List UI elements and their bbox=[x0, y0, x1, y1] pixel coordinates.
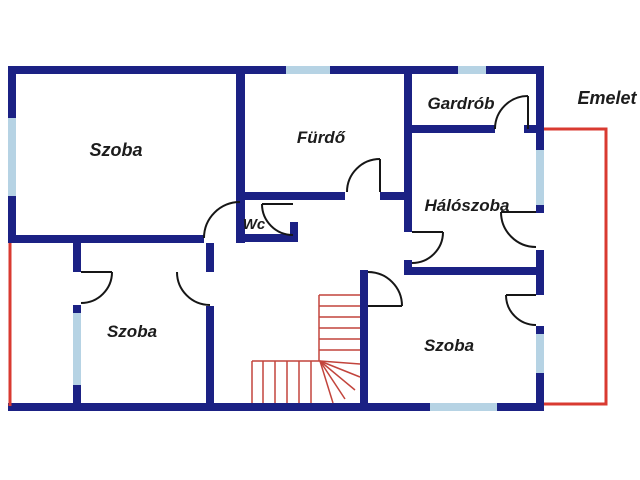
wall-segment bbox=[360, 270, 368, 411]
window bbox=[536, 334, 544, 373]
window bbox=[73, 313, 81, 385]
room-label-szoba-tl: Szoba bbox=[89, 140, 142, 160]
window bbox=[458, 66, 486, 74]
door-arc bbox=[367, 271, 403, 307]
window bbox=[8, 118, 16, 196]
window bbox=[430, 403, 497, 411]
stair-winder bbox=[319, 360, 361, 365]
terrace-outline bbox=[8, 127, 608, 406]
floor-label-emelet: Emelet bbox=[577, 88, 637, 108]
room-label-furdo: Fürdő bbox=[297, 128, 346, 147]
wall-segment bbox=[524, 125, 536, 133]
wall-segment bbox=[404, 74, 412, 232]
stair-winder bbox=[319, 360, 361, 378]
wall-segment bbox=[536, 205, 544, 213]
wall-segment bbox=[8, 235, 204, 243]
wall-segment bbox=[73, 385, 81, 403]
doors bbox=[80, 95, 537, 326]
door-arc bbox=[261, 203, 294, 236]
wall-segment bbox=[236, 234, 298, 242]
door-arc bbox=[500, 211, 537, 248]
stair-winder bbox=[319, 360, 356, 391]
wall-segment bbox=[8, 403, 544, 411]
stair-winder bbox=[319, 360, 334, 404]
room-labels: Szoba Fürdő Gardrób Hálószoba Wc Szoba S… bbox=[89, 88, 637, 355]
wall-segment bbox=[380, 192, 412, 200]
door-arc bbox=[411, 231, 444, 264]
window bbox=[536, 150, 544, 205]
wall-segment bbox=[290, 222, 298, 234]
wall-segment bbox=[236, 192, 345, 200]
door-arc bbox=[176, 271, 211, 306]
window bbox=[286, 66, 330, 74]
windows bbox=[8, 66, 544, 411]
wall-segment bbox=[536, 66, 544, 150]
wall-segment bbox=[73, 243, 81, 272]
wall-segment bbox=[536, 326, 544, 334]
door-arc bbox=[346, 158, 381, 193]
room-label-wc: Wc bbox=[243, 216, 266, 233]
room-label-haloszoba: Hálószoba bbox=[424, 196, 509, 215]
wall-segment bbox=[73, 305, 81, 313]
door-arc bbox=[80, 271, 113, 304]
door-arc bbox=[505, 294, 537, 326]
door-arc bbox=[494, 95, 529, 130]
wall-segment bbox=[236, 74, 245, 243]
room-label-gardrob: Gardrób bbox=[427, 94, 494, 113]
terrace-outline-right bbox=[544, 127, 608, 406]
wall-segment bbox=[206, 306, 214, 403]
wall-segment bbox=[536, 373, 544, 411]
walls bbox=[8, 66, 544, 411]
wall-segment bbox=[404, 267, 544, 275]
room-label-szoba-bl: Szoba bbox=[107, 322, 157, 341]
wall-segment bbox=[8, 66, 544, 74]
stairs bbox=[251, 294, 361, 404]
door-arc bbox=[203, 201, 241, 239]
stair-winder bbox=[319, 360, 346, 400]
room-label-szoba-br: Szoba bbox=[424, 336, 474, 355]
wall-segment bbox=[206, 243, 214, 272]
wall-segment bbox=[412, 125, 495, 133]
